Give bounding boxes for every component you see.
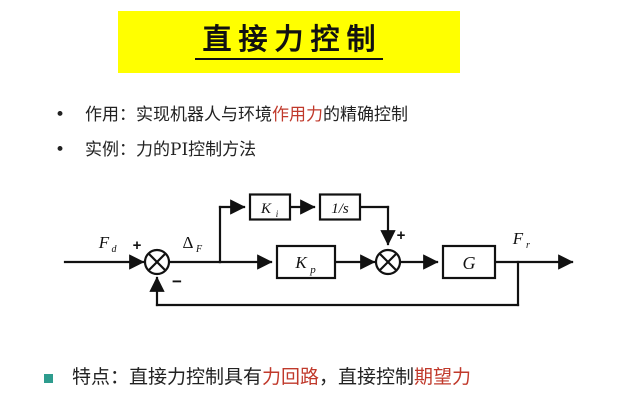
sign-plus-sum2: +	[397, 227, 406, 244]
block-plant-g-label: G	[463, 253, 476, 273]
block-kp: K p	[275, 244, 337, 280]
block-integrator: 1/s	[318, 193, 362, 221]
block-ki-subscript: i	[276, 209, 279, 219]
bullet-3-segment-3: ，直接控制	[319, 366, 415, 388]
block-kp-subscript: p	[309, 264, 316, 276]
summing-junction-2	[374, 248, 402, 276]
signal-label-delta-f: Δ F	[183, 233, 203, 255]
bullet-item-characteristics: 特点：直接力控制具有力回路，直接控制期望力	[44, 366, 471, 390]
bullet-item-purpose: • 作用：实现机器人与环境作用力的精确控制	[55, 105, 408, 126]
sign-plus-sum1: +	[133, 237, 142, 254]
block-ki-label: K	[260, 201, 272, 217]
sign-minus-sum1: −	[172, 272, 182, 291]
bullet-text: 实例：力的PI控制方法	[85, 140, 256, 161]
bullet-2-segment-1: 实例：力的PI控制方法	[85, 140, 257, 160]
svg-text:r: r	[526, 240, 530, 251]
bullet-1-highlight: 作用力	[272, 105, 323, 125]
bullet-text: 特点：直接力控制具有力回路，直接控制期望力	[72, 366, 471, 390]
signal-label-fd: F d	[98, 233, 118, 255]
signal-label-fr: F r	[512, 229, 530, 251]
bullet-square-icon	[44, 374, 53, 383]
block-integrator-label: 1/s	[331, 201, 349, 217]
svg-text:F: F	[98, 233, 110, 252]
control-block-diagram: K i 1/s K p G F d Δ F F	[0, 170, 640, 320]
svg-text:Δ: Δ	[183, 233, 194, 252]
diagram-svg: K i 1/s K p G F d Δ F F	[63, 193, 574, 307]
bullet-3-segment-1: 特点：直接力控制具有	[72, 366, 263, 388]
bullet-dot-icon: •	[55, 105, 66, 125]
summing-junction-1	[143, 248, 171, 276]
svg-text:F: F	[512, 229, 524, 248]
block-kp-label: K	[294, 253, 308, 272]
title-banner: 直接力控制	[118, 11, 460, 73]
bullet-1-segment-1: 作用：实现机器人与环境	[85, 105, 272, 125]
bullet-text: 作用：实现机器人与环境作用力的精确控制	[85, 105, 408, 126]
page-title: 直接力控制	[195, 24, 383, 60]
block-plant-g: G	[441, 244, 497, 280]
bullet-dot-icon: •	[55, 140, 66, 160]
bullet-1-segment-3: 的精确控制	[323, 105, 408, 125]
svg-text:F: F	[195, 244, 203, 255]
svg-text:d: d	[112, 244, 118, 255]
block-ki: K i	[248, 193, 292, 221]
bullet-3-highlight-2: 期望力	[414, 366, 472, 388]
bullet-3-highlight-1: 力回路	[262, 366, 320, 388]
bullet-item-example: • 实例：力的PI控制方法	[55, 140, 256, 161]
